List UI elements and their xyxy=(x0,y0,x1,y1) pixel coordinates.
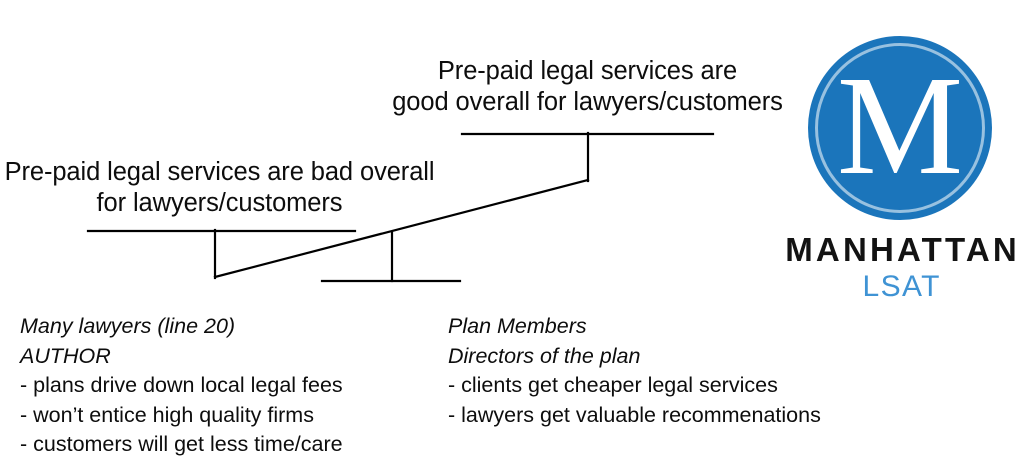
logo-circle-mark: M xyxy=(808,36,992,220)
logo-wordmark: MANHATTAN xyxy=(785,231,1020,268)
argument-speaker: Plan Members xyxy=(448,314,587,338)
argument-column-right: Plan Members Directors of the plan - cli… xyxy=(448,312,918,430)
argument-point: - lawyers get valuable recommenations xyxy=(448,402,821,427)
conclusion-label-bad: Pre-paid legal services are bad overall … xyxy=(4,158,435,217)
argument-speaker: AUTHOR xyxy=(20,343,111,368)
argument-speaker: Directors of the plan xyxy=(448,343,641,368)
logo-ring-icon xyxy=(815,43,985,213)
manhattan-lsat-logo: M MANHATTAN LSAT xyxy=(778,36,1024,304)
argument-column-left: Many lawyers (line 20) AUTHOR - plans dr… xyxy=(20,312,450,460)
logo-monogram: M xyxy=(836,46,964,204)
conclusion-label-good: Pre-paid legal services are good overall… xyxy=(392,57,783,116)
logo-subwordmark: LSAT xyxy=(862,270,941,303)
argument-point: - won’t entice high quality firms xyxy=(20,402,314,427)
argument-point: - plans drive down local legal fees xyxy=(20,373,343,397)
argument-point: - customers will get less time/care xyxy=(20,432,343,456)
argument-speaker: Many lawyers (line 20) xyxy=(20,314,236,338)
argument-point: - clients get cheaper legal services xyxy=(448,373,778,397)
